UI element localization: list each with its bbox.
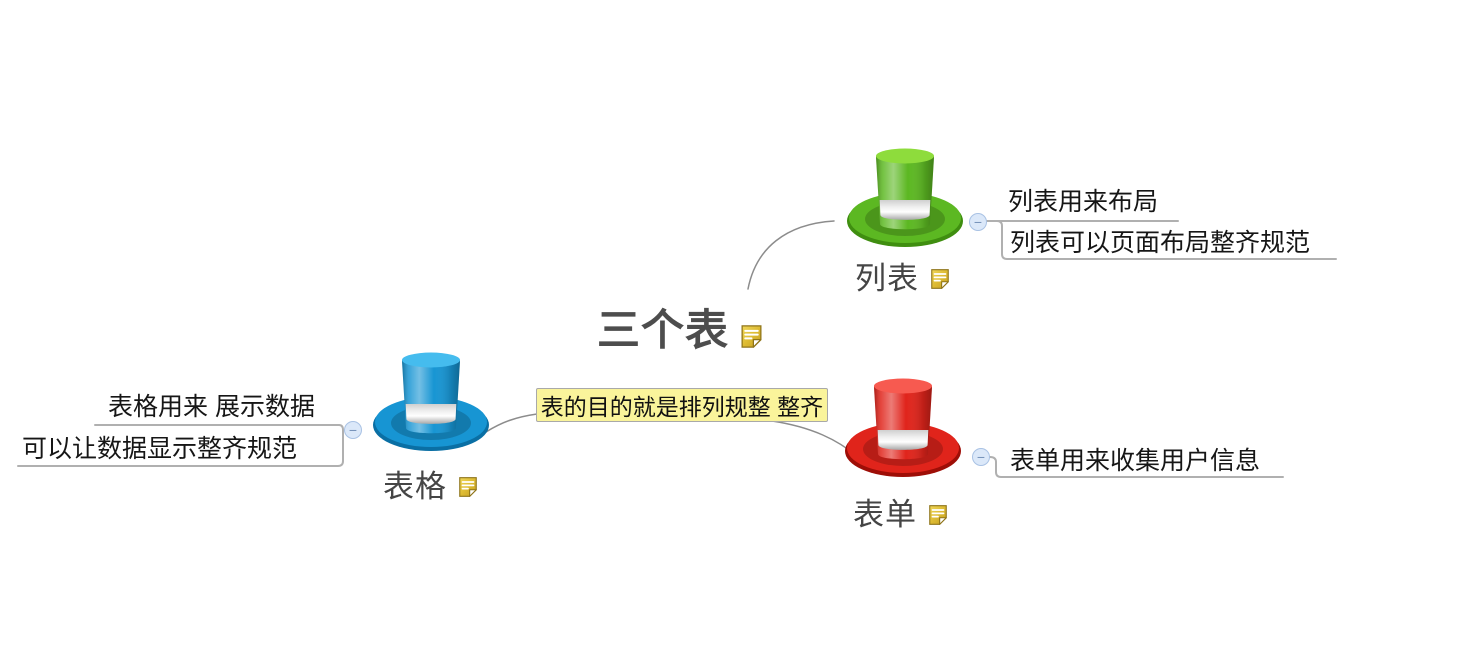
underline-form-child-1 (989, 456, 1284, 478)
child-topic[interactable]: 表单用来收集用户信息 (1010, 447, 1261, 475)
minus-icon: − (976, 449, 986, 465)
branch-table-label[interactable]: 表格 (383, 469, 447, 504)
collapse-button-table[interactable]: − (344, 421, 362, 439)
note-icon[interactable] (927, 504, 949, 526)
green-hat-icon[interactable] (843, 144, 967, 248)
child-topic[interactable]: 可以让数据显示整齐规范 (22, 435, 298, 463)
branch-table-label-row[interactable]: 表格 (383, 469, 479, 504)
branch-list-label[interactable]: 列表 (855, 261, 919, 296)
curve-root-to-table (485, 413, 538, 433)
blue-hat-icon[interactable] (369, 348, 493, 452)
callout-topic[interactable]: 表的目的就是排列规整 整齐 (536, 388, 828, 422)
child-topic[interactable]: 表格用来 展示数据 (108, 393, 315, 421)
root-topic-title[interactable]: 三个表 (597, 307, 729, 355)
child-topic[interactable]: 列表可以页面布局整齐规范 (1010, 229, 1311, 257)
note-icon[interactable] (929, 268, 951, 290)
red-hat-icon[interactable] (841, 374, 965, 478)
minus-icon: − (348, 422, 358, 438)
underline-list-child-2 (996, 220, 1337, 260)
branch-form-label[interactable]: 表单 (853, 497, 917, 532)
callout-text: 表的目的就是排列规整 整齐 (540, 394, 824, 420)
branch-form-label-row[interactable]: 表单 (853, 497, 949, 532)
note-icon[interactable] (739, 324, 764, 349)
note-icon[interactable] (457, 476, 479, 498)
collapse-button-list[interactable]: − (969, 213, 987, 231)
collapse-button-form[interactable]: − (972, 448, 990, 466)
root-topic[interactable]: 三个表 (597, 307, 764, 355)
minus-icon: − (973, 214, 983, 230)
branch-list-label-row[interactable]: 列表 (855, 261, 951, 296)
curve-root-to-list (747, 220, 835, 290)
underline-table-child-2 (17, 424, 344, 467)
child-topic[interactable]: 列表用来布局 (1008, 188, 1159, 216)
